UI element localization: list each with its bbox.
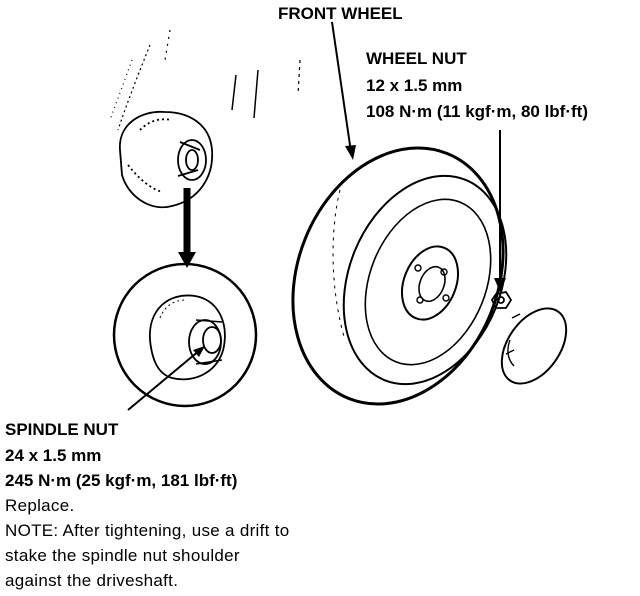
spindle-nut-note-line-3: against the driveshaft. [5, 571, 179, 590]
hub-cap [500, 307, 568, 385]
wheel-nut [490, 290, 513, 309]
front-wheel-pointer [331, 21, 356, 160]
wheel-nut-torque: 108 N·m (11 kgf·m, 80 lbf·ft) [366, 102, 588, 121]
spindle-nut-size: 24 x 1.5 mm [5, 446, 102, 465]
wheel-nut-size: 12 x 1.5 mm [366, 76, 463, 95]
front-wheel-label: FRONT WHEEL [278, 4, 403, 23]
spindle-nut-title: SPINDLE NUT [5, 420, 119, 439]
spindle-nut-note-line-2: stake the spindle nut shoulder [5, 546, 240, 565]
front-wheel [291, 146, 508, 406]
spindle-nut-pointer [127, 346, 205, 411]
detail-arrow [178, 188, 196, 268]
spindle-detail-circle [112, 262, 258, 408]
spindle-nut-torque: 245 N·m (25 kgf·m, 181 lbf·ft) [5, 471, 238, 490]
wheel-nut-title: WHEEL NUT [366, 49, 467, 68]
vehicle-body-sketch [109, 29, 301, 131]
spindle-nut-action: Replace. [5, 496, 75, 515]
spindle-nut-note-line-1: NOTE: After tightening, use a drift to [5, 521, 290, 540]
wheel-nut-pointer [494, 130, 506, 292]
steering-knuckle [119, 111, 213, 209]
